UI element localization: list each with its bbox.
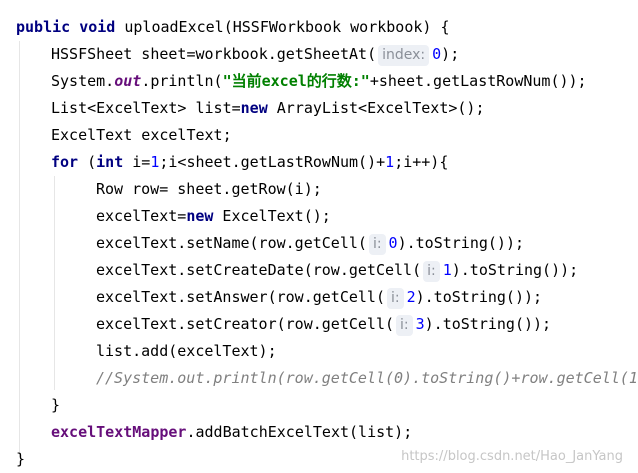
code-line-list-add[interactable]: list.add(excelText);	[96, 338, 277, 365]
code-line-method-signature[interactable]: public void uploadExcel(HSSFWorkbook wor…	[16, 14, 449, 41]
code-text: +sheet.getLastRowNum());	[369, 72, 587, 90]
code-text: ).toString());	[397, 234, 525, 252]
code-line-println[interactable]: System.out.println("当前excel的行数:"+sheet.g…	[51, 68, 587, 95]
code-text: ExcelText excelText;	[51, 126, 232, 144]
code-text: excelText.setName(row.getCell(	[96, 234, 367, 252]
code-line-set-creator[interactable]: excelText.setCreator(row.getCell(i:3).to…	[96, 311, 551, 338]
indent-guide	[54, 176, 55, 390]
watermark: https://blog.csdn.net/Hao_JanYang	[401, 449, 623, 464]
code-text: );	[441, 45, 460, 63]
code-text: ).toString());	[424, 315, 552, 333]
code-text: ).toString());	[415, 288, 543, 306]
code-text: List<ExcelText> list=	[51, 99, 241, 117]
code-text: .addBatchExcelText(list);	[186, 423, 413, 441]
code-text: .println(	[141, 72, 223, 90]
code-line-for-close-brace[interactable]: }	[51, 392, 60, 419]
keyword: int	[96, 153, 124, 171]
number-literal: 2	[406, 288, 416, 306]
code-text: ;i<sheet.getLastRowNum()+	[159, 153, 386, 171]
code-text: }	[51, 396, 61, 414]
code-line-for-loop[interactable]: for (int i=1;i<sheet.getLastRowNum()+1;i…	[51, 149, 448, 176]
code-text: excelText.setCreator(row.getCell(	[96, 315, 395, 333]
code-text: System.	[51, 72, 115, 90]
number-literal: 1	[442, 261, 452, 279]
code-line-list-declaration[interactable]: List<ExcelText> list=new ArrayList<Excel…	[51, 95, 485, 122]
code-line-new-excel-text[interactable]: excelText=new ExcelText();	[96, 203, 331, 230]
code-text: Row row= sheet.getRow(i);	[96, 180, 322, 198]
parameter-hint: i:	[396, 315, 413, 336]
code-text: (	[78, 153, 97, 171]
number-literal: 0	[432, 45, 442, 63]
parameter-hint: index:	[378, 45, 430, 66]
parameter-hint: i:	[423, 261, 440, 282]
code-line-get-sheet[interactable]: HSSFSheet sheet=workbook.getSheetAt(inde…	[51, 41, 459, 68]
keyword: new	[240, 99, 268, 117]
static-field: out	[114, 72, 142, 90]
keyword: for	[51, 153, 79, 171]
keyword: void	[79, 18, 116, 36]
string-literal: "当前excel的行数:"	[222, 72, 370, 90]
code-line-set-answer[interactable]: excelText.setAnswer(row.getCell(i:2).toS…	[96, 284, 542, 311]
code-text: excelText.setAnswer(row.getCell(	[96, 288, 385, 306]
code-text: ExcelText();	[213, 207, 331, 225]
code-text: excelText=	[96, 207, 187, 225]
code-line-set-name[interactable]: excelText.setName(row.getCell(i:0).toStr…	[96, 230, 524, 257]
code-line-variable-declaration[interactable]: ExcelText excelText;	[51, 122, 232, 149]
field-reference: excelTextMapper	[51, 423, 187, 441]
parameter-hint: i:	[368, 234, 386, 255]
code-comment: //System.out.println(row.getCell(0).toSt…	[96, 369, 638, 387]
code-text: ;i++){	[394, 153, 449, 171]
code-text: ).toString());	[451, 261, 579, 279]
code-line-method-close-brace[interactable]: }	[16, 446, 25, 473]
number-literal: 1	[150, 153, 160, 171]
code-line-get-row[interactable]: Row row= sheet.getRow(i);	[96, 176, 322, 203]
code-text: list.add(excelText);	[96, 342, 277, 360]
code-line-add-batch[interactable]: excelTextMapper.addBatchExcelText(list);	[51, 419, 412, 446]
number-literal: 3	[415, 315, 425, 333]
code-text: HSSFSheet sheet=workbook.getSheetAt(	[51, 45, 377, 63]
code-line-set-create-date[interactable]: excelText.setCreateDate(row.getCell(i:1)…	[96, 257, 578, 284]
number-literal: 1	[385, 153, 395, 171]
code-line-comment[interactable]: //System.out.println(row.getCell(0).toSt…	[96, 365, 638, 392]
code-text: }	[16, 450, 26, 468]
number-literal: 0	[388, 234, 398, 252]
indent-guide	[19, 41, 20, 457]
keyword: public	[16, 18, 71, 36]
keyword: new	[186, 207, 214, 225]
code-text: uploadExcel(HSSFWorkbook workbook) {	[124, 18, 450, 36]
code-text: i=	[123, 153, 151, 171]
code-text: excelText.setCreateDate(row.getCell(	[96, 261, 422, 279]
code-text: ArrayList<ExcelText>();	[267, 99, 485, 117]
parameter-hint: i:	[386, 288, 404, 309]
